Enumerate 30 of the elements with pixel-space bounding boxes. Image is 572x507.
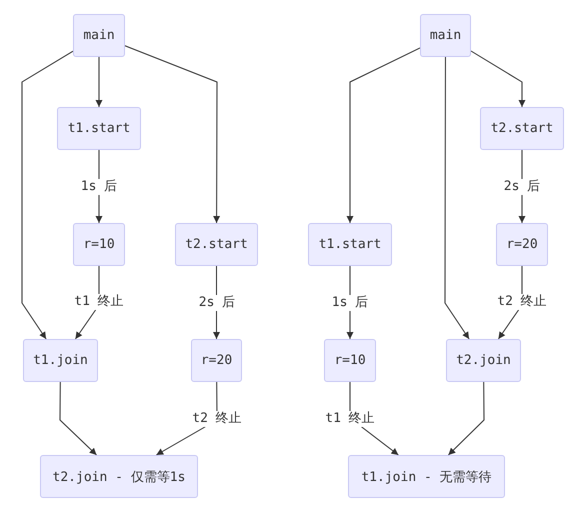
process-box: r=20 bbox=[496, 223, 548, 266]
process-box: t2.start bbox=[175, 223, 258, 266]
process-box: main bbox=[420, 14, 471, 57]
process-box: r=20 bbox=[191, 339, 242, 382]
process-box: t2.start bbox=[480, 107, 564, 150]
edge-label: 2s 后 bbox=[198, 295, 236, 311]
edge-label: t2 终止 bbox=[191, 411, 243, 427]
process-box: r=10 bbox=[73, 223, 125, 266]
process-box: r=10 bbox=[324, 339, 376, 382]
process-box: main bbox=[73, 14, 125, 57]
process-box: t2.join bbox=[446, 339, 521, 382]
process-box: t1.start bbox=[308, 223, 392, 266]
arrow bbox=[22, 50, 74, 340]
arrow bbox=[470, 50, 526, 108]
process-box: t1.start bbox=[57, 107, 141, 150]
arrow bbox=[96, 56, 102, 108]
arrow bbox=[124, 45, 220, 224]
edge-label: 2s 后 bbox=[502, 179, 542, 195]
arrow bbox=[448, 382, 484, 456]
edge-label: t2 终止 bbox=[496, 294, 548, 310]
arrow bbox=[346, 47, 420, 224]
edge-label: t1 终止 bbox=[73, 294, 125, 310]
arrow bbox=[444, 56, 470, 340]
edge-label: t1 终止 bbox=[324, 411, 376, 427]
process-box: t2.join - 仅需等1s bbox=[40, 455, 198, 498]
arrow bbox=[60, 382, 98, 456]
process-box: t1.join - 无需等待 bbox=[348, 455, 505, 498]
edge-label: 1s 后 bbox=[80, 179, 118, 195]
process-box: t1.join bbox=[23, 339, 98, 382]
edge-label: 1s 后 bbox=[330, 295, 370, 311]
